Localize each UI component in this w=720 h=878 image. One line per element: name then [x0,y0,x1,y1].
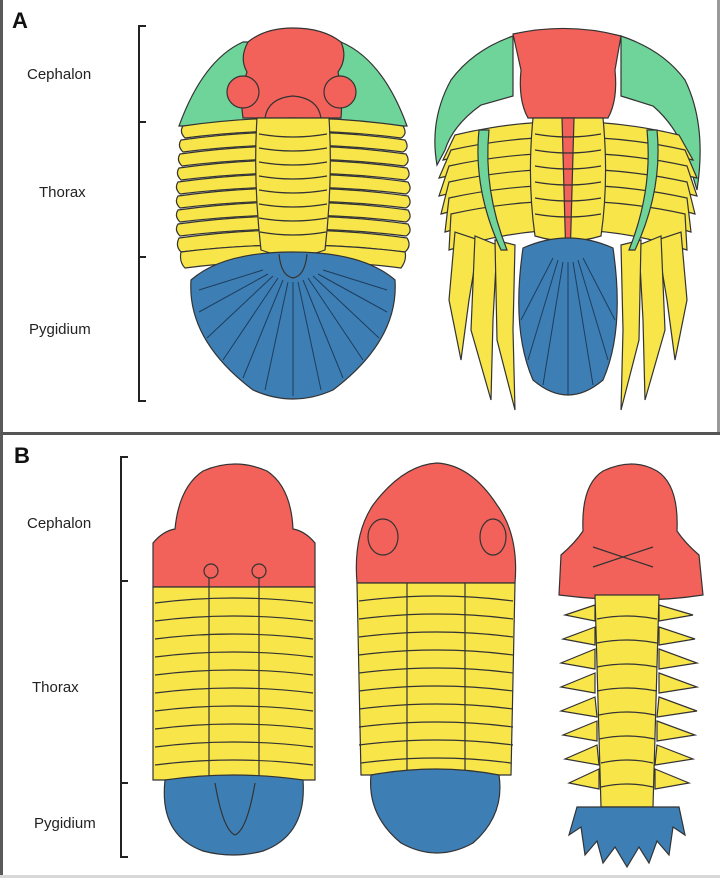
trilobite-a1 [175,27,411,400]
panel-a: A Cephalon Thorax Pygidium [0,0,720,432]
trilobite-b3 [558,463,704,869]
bottom-border [0,875,720,878]
segment-bracket [120,456,128,858]
trilobite-b2 [355,462,517,854]
label-cephalon: Cephalon [27,515,92,532]
segment-bracket [138,25,146,402]
panel-letter: B [14,443,30,468]
panel-letter: A [12,8,28,33]
label-pygidium: Pygidium [29,321,91,338]
panel-b-illustration [120,456,704,869]
label-thorax: Thorax [39,184,86,201]
panel-a-illustration [138,25,701,411]
label-pygidium: Pygidium [34,815,96,832]
trilobite-a2 [434,27,701,411]
panel-b: B Cephalon Thorax Pygidium [0,432,720,875]
trilobite-b1 [152,463,316,856]
label-cephalon: Cephalon [27,66,92,83]
label-thorax: Thorax [32,679,79,696]
